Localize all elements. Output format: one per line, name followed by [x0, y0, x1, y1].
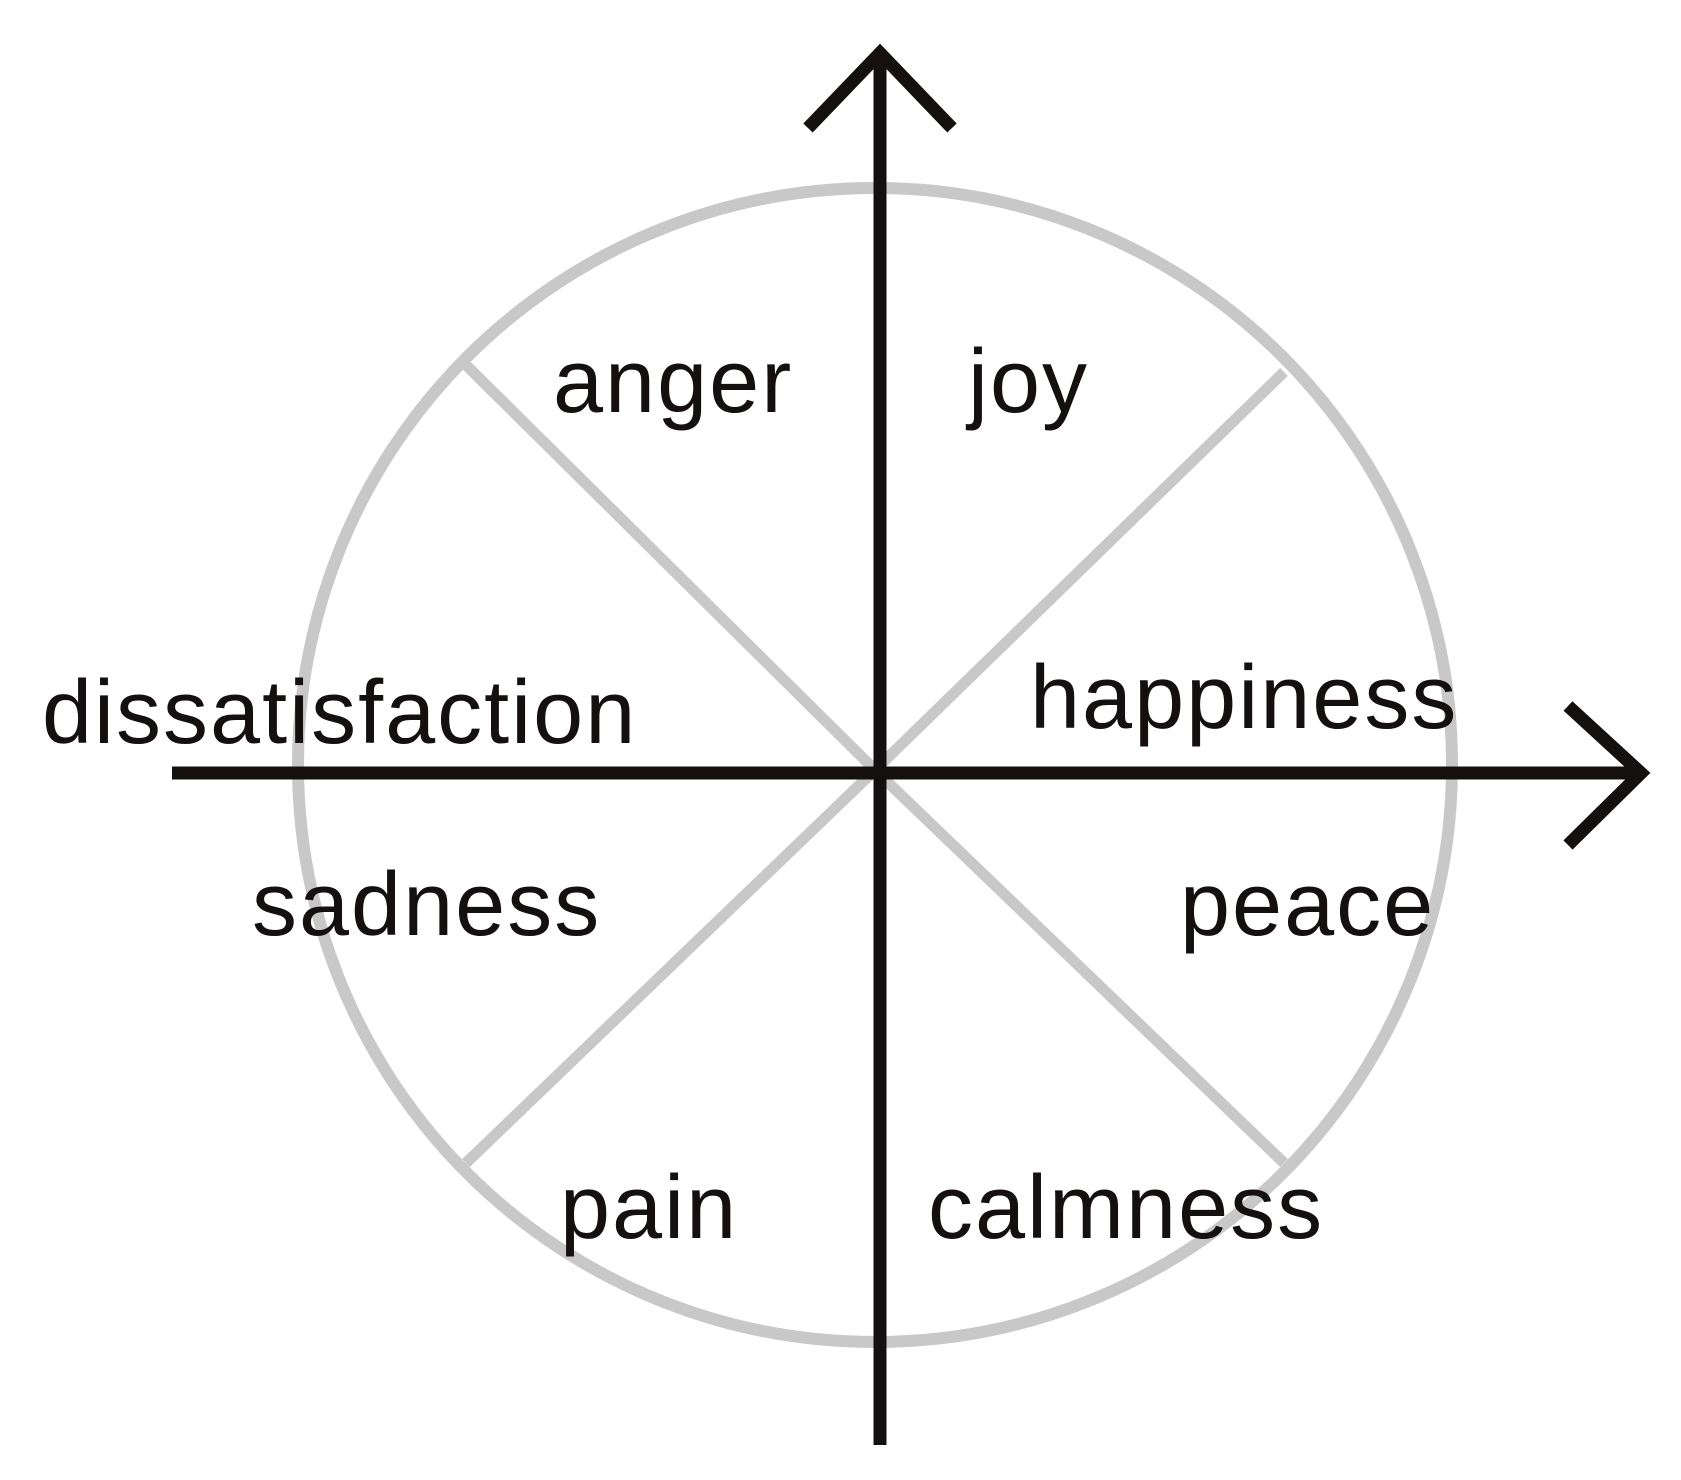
divider-upper-right	[871, 368, 1288, 774]
label-calmness: calmness	[928, 1158, 1324, 1258]
vertical-axis-arrowhead	[803, 43, 957, 133]
label-anger: anger	[553, 332, 793, 432]
label-peace: peace	[1180, 855, 1435, 955]
horizontal-axis-arrowhead	[1563, 701, 1651, 850]
divider-upper-left	[462, 361, 879, 774]
label-pain: pain	[560, 1158, 738, 1258]
divider-lower-left	[462, 766, 879, 1167]
label-dissatisfaction: dissatisfaction	[42, 663, 637, 763]
label-happiness: happiness	[1030, 648, 1458, 748]
label-joy: joy	[965, 332, 1089, 432]
divider-lower-right	[871, 766, 1288, 1167]
label-sadness: sadness	[252, 855, 601, 955]
